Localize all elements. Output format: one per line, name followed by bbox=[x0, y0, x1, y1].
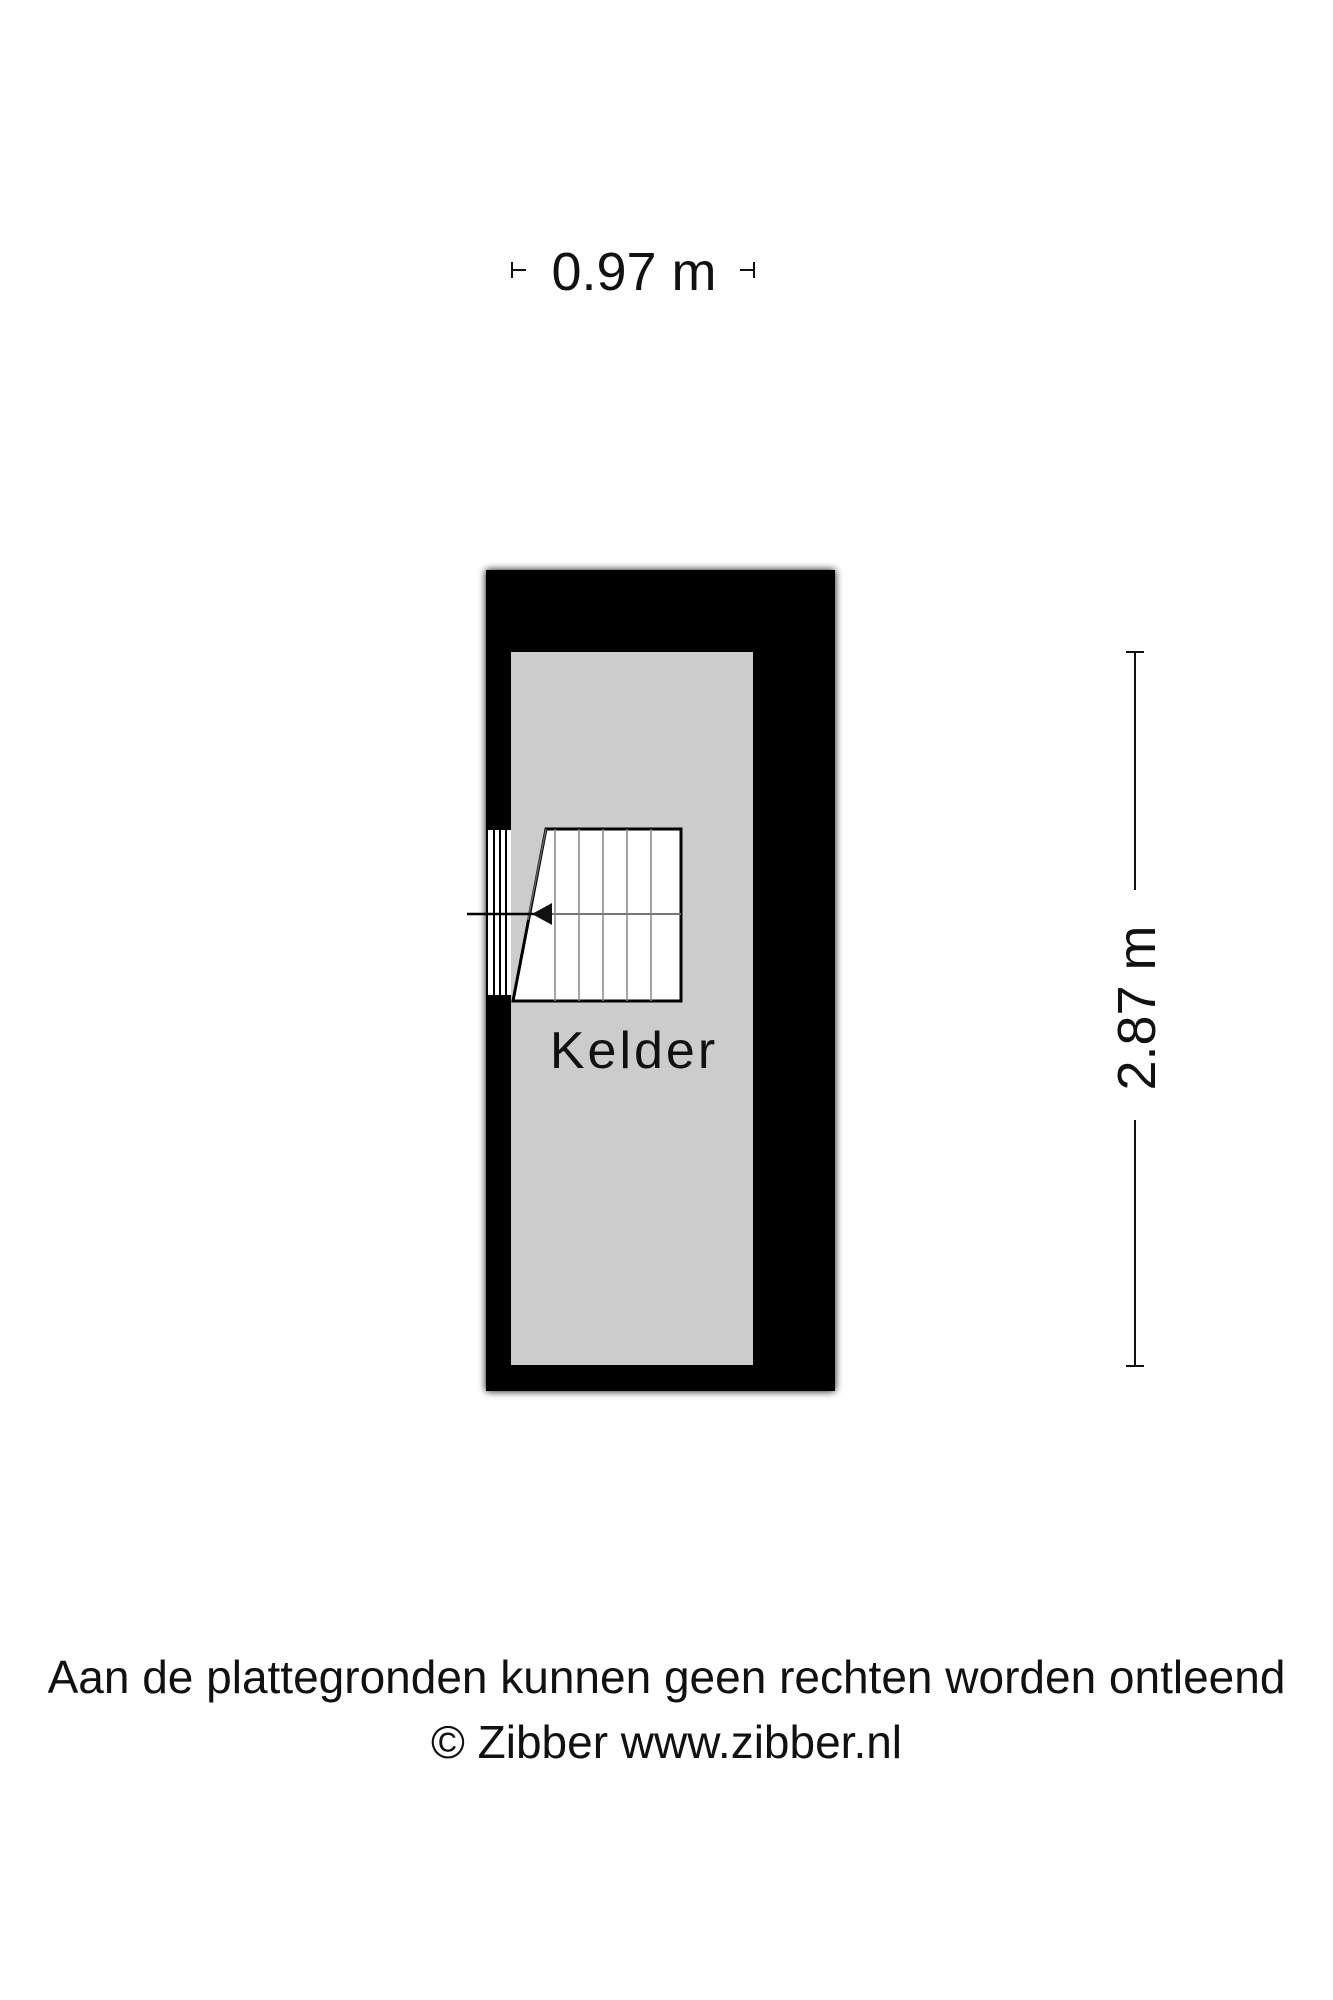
stair-direction-arrow bbox=[532, 903, 552, 925]
room-label: Kelder bbox=[550, 1022, 718, 1080]
staircase bbox=[467, 827, 683, 1003]
copyright-text: © Zibber www.zibber.nl bbox=[430, 1716, 903, 1768]
height-dimension: 2.87 m bbox=[1107, 651, 1167, 1367]
width-dimension: 0.97 m bbox=[511, 242, 755, 302]
height-dimension-label: 2.87 m bbox=[1107, 925, 1167, 1090]
width-dimension-label: 0.97 m bbox=[551, 242, 716, 302]
wall-opening bbox=[488, 830, 511, 995]
room-floor bbox=[511, 652, 753, 1365]
disclaimer-text: Aan de plattegronden kunnen geen rechten… bbox=[47, 1651, 1286, 1703]
